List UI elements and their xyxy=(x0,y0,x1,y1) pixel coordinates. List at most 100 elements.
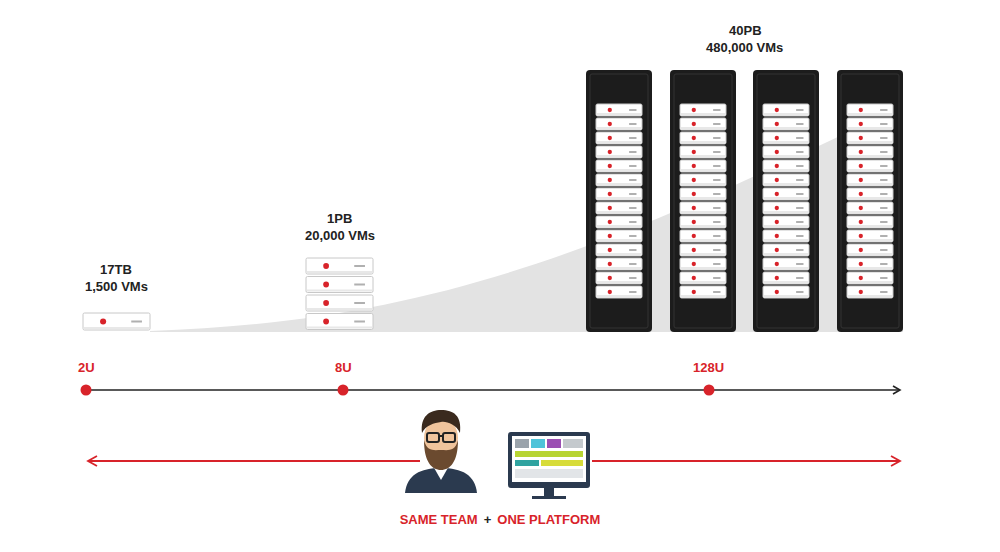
server-badge xyxy=(629,277,636,279)
server-edge xyxy=(681,197,725,199)
server-face xyxy=(596,244,642,256)
server-badge xyxy=(713,179,720,181)
server-edge xyxy=(597,127,641,129)
server-unit xyxy=(763,216,809,228)
server-face xyxy=(596,188,642,200)
server-logo xyxy=(775,276,779,280)
server-edge xyxy=(848,267,892,269)
server-logo xyxy=(859,136,863,140)
monitor-stand xyxy=(544,488,554,496)
monitor-screen xyxy=(512,436,586,482)
server-unit xyxy=(847,244,893,256)
rack-units: 8U xyxy=(335,361,352,375)
rack-units: 128U xyxy=(693,361,724,375)
server-unit xyxy=(306,314,373,330)
server-unit xyxy=(847,202,893,214)
server-badge xyxy=(354,284,365,286)
server-face xyxy=(596,230,642,242)
server-face xyxy=(596,216,642,228)
server-edge xyxy=(597,197,641,199)
server-face xyxy=(680,104,726,116)
server-unit xyxy=(596,244,642,256)
server-logo xyxy=(775,192,779,196)
server-logo xyxy=(775,108,779,112)
server-edge xyxy=(848,169,892,171)
server-edge xyxy=(681,169,725,171)
server-edge xyxy=(681,127,725,129)
vm-count: 20,000 VMs xyxy=(305,229,375,243)
server-unit xyxy=(306,295,373,311)
server-unit xyxy=(763,258,809,270)
span-arrow xyxy=(88,460,420,462)
server-edge xyxy=(681,239,725,241)
server-logo xyxy=(692,262,696,266)
server-logo xyxy=(608,290,612,294)
server-unit xyxy=(596,202,642,214)
server-edge xyxy=(597,183,641,185)
screen-block xyxy=(531,439,545,448)
server-logo xyxy=(859,206,863,210)
server-logo xyxy=(608,276,612,280)
server-badge xyxy=(796,137,803,139)
server-logo xyxy=(859,178,863,182)
server-face xyxy=(763,188,809,200)
server-badge xyxy=(796,277,803,279)
server-face xyxy=(680,160,726,172)
server-face xyxy=(680,216,726,228)
server-logo xyxy=(859,150,863,154)
server-face xyxy=(763,104,809,116)
scale-axis xyxy=(85,389,900,391)
server-logo xyxy=(608,248,612,252)
server-unit xyxy=(680,230,726,242)
server-badge xyxy=(880,137,887,139)
server-logo xyxy=(692,220,696,224)
server-edge xyxy=(848,155,892,157)
person-beard xyxy=(424,440,458,470)
server-badge xyxy=(880,235,887,237)
server-badge xyxy=(880,263,887,265)
server-logo xyxy=(608,262,612,266)
server-face xyxy=(596,132,642,144)
server-edge xyxy=(764,155,808,157)
server-unit xyxy=(847,132,893,144)
server-logo xyxy=(608,220,612,224)
server-logo xyxy=(692,164,696,168)
server-badge xyxy=(796,221,803,223)
server-logo xyxy=(692,248,696,252)
server-edge xyxy=(848,127,892,129)
server-unit xyxy=(763,202,809,214)
server-face xyxy=(306,258,373,274)
server-unit xyxy=(680,118,726,130)
server-badge xyxy=(880,151,887,153)
server-unit xyxy=(847,272,893,284)
server-badge xyxy=(796,165,803,167)
server-logo xyxy=(775,178,779,182)
server-unit xyxy=(83,313,150,330)
server-rack xyxy=(670,70,736,332)
server-edge xyxy=(764,267,808,269)
server-face xyxy=(596,118,642,130)
server-unit xyxy=(847,258,893,270)
server-badge xyxy=(796,193,803,195)
server-face xyxy=(763,272,809,284)
server-badge xyxy=(629,137,636,139)
rack-units: 2U xyxy=(78,361,95,375)
server-badge xyxy=(880,193,887,195)
server-logo xyxy=(775,164,779,168)
server-logo xyxy=(859,122,863,126)
server-badge xyxy=(796,151,803,153)
server-unit xyxy=(847,104,893,116)
server-logo xyxy=(775,248,779,252)
server-edge xyxy=(764,127,808,129)
server-badge xyxy=(796,263,803,265)
server-logo xyxy=(608,206,612,210)
server-edge xyxy=(597,239,641,241)
rack-trim xyxy=(674,74,732,328)
server-edge xyxy=(84,327,149,329)
tagline-text: SAME TEAM xyxy=(400,512,478,527)
server-face xyxy=(680,258,726,270)
server-unit xyxy=(847,216,893,228)
vm-count: 1,500 VMs xyxy=(85,280,148,294)
screen-block xyxy=(515,439,529,448)
server-logo xyxy=(323,319,329,325)
